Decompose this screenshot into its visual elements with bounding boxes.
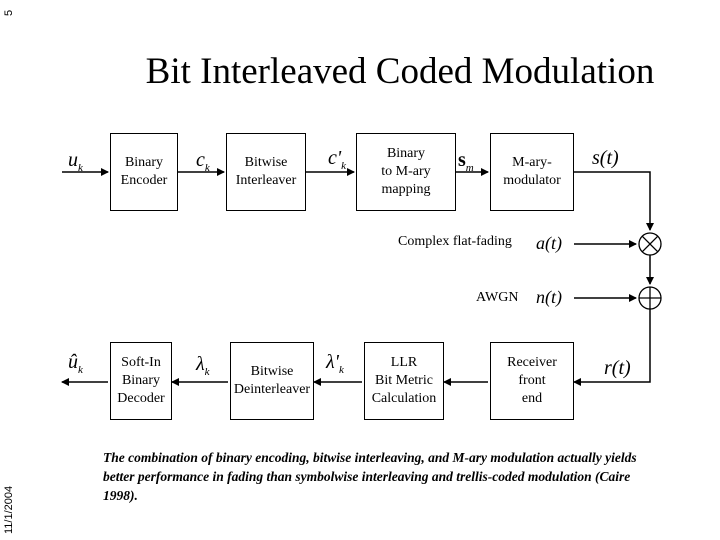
signal-a-t: a(t) bbox=[536, 233, 562, 253]
soft-in-decoder-label: Soft-In Binary Decoder bbox=[117, 355, 165, 406]
slide-title: Bit Interleaved Coded Modulation bbox=[145, 51, 655, 92]
soft-in-decoder-block: Soft-In Binary Decoder bbox=[110, 342, 172, 420]
signal-c-k: ck bbox=[196, 149, 210, 174]
mapping-block: Binary to M-ary mapping bbox=[356, 133, 456, 211]
wire-s-t bbox=[574, 171, 654, 231]
signal-lambda-k: λk bbox=[196, 353, 210, 378]
signal-n-t: n(t) bbox=[536, 287, 562, 307]
binary-encoder-block: Binary Encoder bbox=[110, 133, 178, 211]
footnote: The combination of binary encoding, bitw… bbox=[103, 450, 637, 503]
receiver-label: Receiver front end bbox=[507, 355, 557, 406]
bitwise-interleaver-label: Bitwise Interleaver bbox=[235, 155, 297, 188]
llr-label: LLR Bit Metric Calculation bbox=[371, 355, 437, 406]
fading-label: Complex flat-fading bbox=[398, 234, 512, 249]
signal-r-t: r(t) bbox=[604, 357, 631, 379]
llr-block: LLR Bit Metric Calculation bbox=[364, 342, 444, 420]
binary-encoder-label: Binary Encoder bbox=[120, 155, 168, 188]
wire-r-t bbox=[573, 309, 651, 386]
signal-c-prime-k: c'k bbox=[328, 147, 347, 172]
receiver-block: Receiver front end bbox=[490, 342, 574, 420]
signal-s-m: sm bbox=[458, 149, 474, 174]
modulator-block: M-ary- modulator bbox=[490, 133, 574, 211]
bitwise-deinterleaver-block: Bitwise Deinterleaver bbox=[230, 342, 314, 420]
signal-s-t: s(t) bbox=[592, 147, 619, 169]
bitwise-deinterleaver-label: Bitwise Deinterleaver bbox=[233, 364, 311, 397]
awgn-label: AWGN bbox=[476, 290, 519, 305]
signal-u-hat-k: ûk bbox=[68, 351, 83, 376]
signal-lambda-prime-k: λ'k bbox=[326, 351, 344, 376]
modulator-label: M-ary- modulator bbox=[503, 155, 561, 188]
bitwise-interleaver-block: Bitwise Interleaver bbox=[226, 133, 306, 211]
mapping-label: Binary to M-ary mapping bbox=[381, 146, 431, 197]
signal-u-k: uk bbox=[68, 149, 83, 174]
